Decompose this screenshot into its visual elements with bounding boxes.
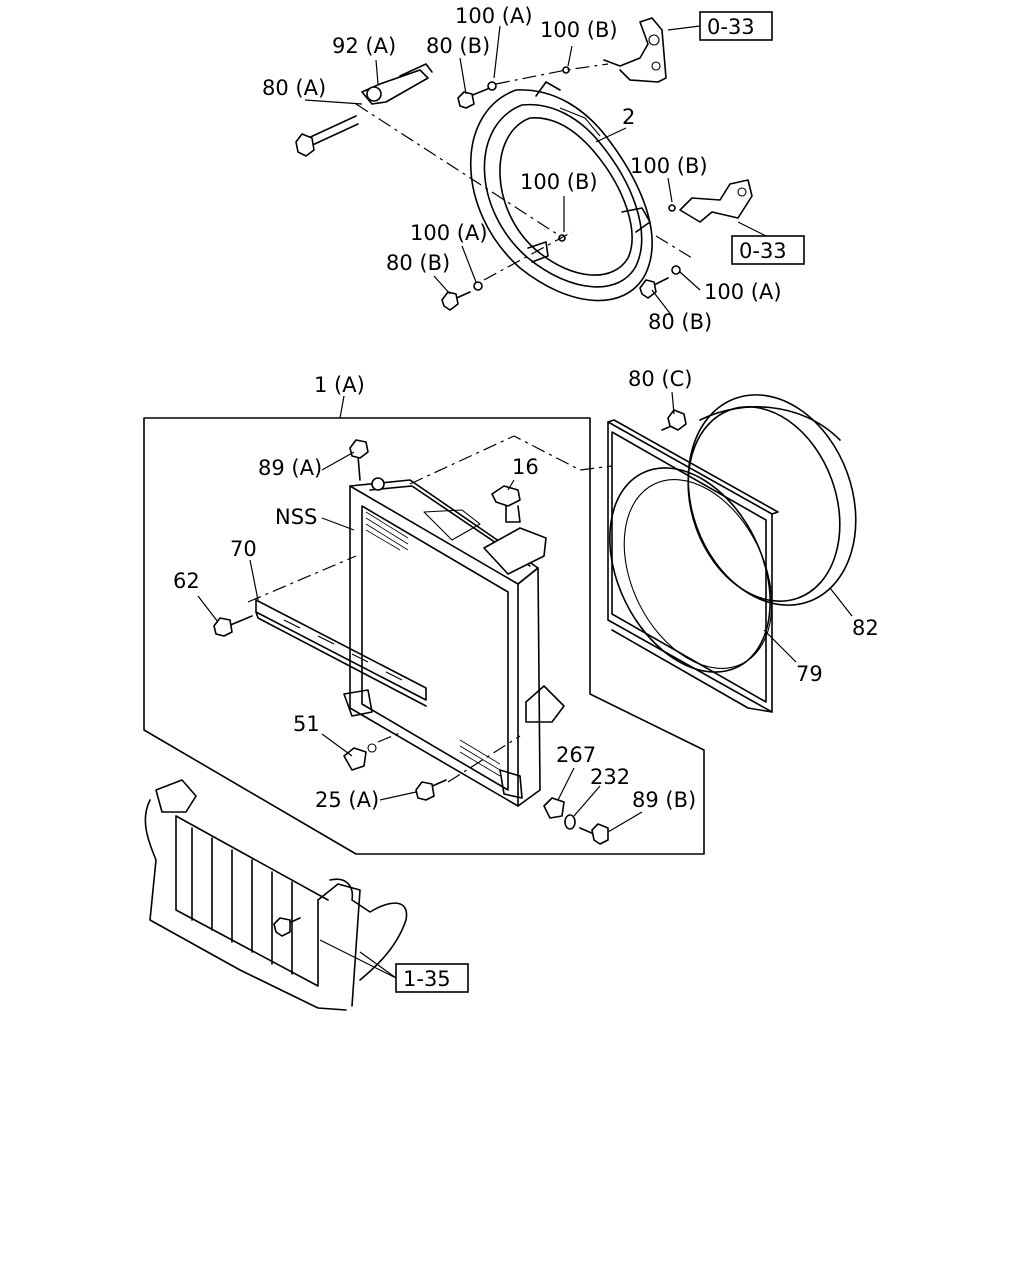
centerline-3 bbox=[495, 63, 609, 85]
label-89A: 89 (A) bbox=[258, 456, 322, 480]
label-80B-top: 80 (B) bbox=[426, 34, 490, 58]
label-80B-right: 80 (B) bbox=[648, 310, 712, 334]
radiator-cap bbox=[483, 485, 547, 575]
bolt-80B-top bbox=[457, 81, 497, 109]
label-92A: 92 (A) bbox=[332, 34, 396, 58]
centerline-5 bbox=[247, 555, 357, 603]
ref-box-033-top[interactable]: 0-33 bbox=[699, 11, 773, 41]
label-2: 2 bbox=[622, 105, 635, 129]
intercooler bbox=[144, 779, 408, 1011]
ref-box-135[interactable]: 1-35 bbox=[395, 963, 469, 993]
clip-51 bbox=[343, 743, 377, 771]
bushing-267 bbox=[543, 797, 576, 830]
bracket-92A bbox=[361, 63, 433, 105]
label-100B-center: 100 (B) bbox=[520, 170, 598, 194]
bolt-80B-left bbox=[441, 291, 471, 311]
side-stay bbox=[255, 599, 427, 707]
centerline-6 bbox=[409, 435, 613, 485]
centerline-4 bbox=[655, 235, 693, 259]
ref-135-text: 1-35 bbox=[403, 967, 451, 991]
bolt-25A bbox=[415, 779, 447, 801]
shroud-plate bbox=[607, 419, 779, 713]
radiator-core bbox=[343, 477, 565, 807]
label-267: 267 bbox=[556, 743, 596, 767]
bolt-80A bbox=[295, 115, 359, 157]
label-232: 232 bbox=[590, 765, 630, 789]
ref-033-mid-text: 0-33 bbox=[739, 239, 787, 263]
label-100A-left: 100 (A) bbox=[410, 221, 488, 245]
nut-100B-right bbox=[668, 204, 676, 212]
ref-box-033-mid[interactable]: 0-33 bbox=[731, 235, 805, 265]
label-NSS: NSS bbox=[275, 505, 317, 529]
bolt-62 bbox=[213, 615, 253, 637]
bolt-80B-right bbox=[639, 277, 669, 299]
label-100B-top: 100 (B) bbox=[540, 18, 618, 42]
label-62: 62 bbox=[173, 569, 200, 593]
label-82: 82 bbox=[852, 616, 879, 640]
label-79: 79 bbox=[796, 662, 823, 686]
upper-bracket bbox=[603, 17, 667, 83]
label-100B-right: 100 (B) bbox=[630, 154, 708, 178]
fan-ring bbox=[687, 394, 857, 606]
leaders bbox=[197, 25, 853, 979]
label-51: 51 bbox=[293, 712, 320, 736]
label-89B: 89 (B) bbox=[632, 788, 696, 812]
label-80B-left: 80 (B) bbox=[386, 251, 450, 275]
centerline-2 bbox=[483, 231, 573, 281]
label-70: 70 bbox=[230, 537, 257, 561]
lower-bracket bbox=[679, 179, 753, 223]
callout-labels: 100 (A) 92 (A) 80 (B) 100 (B) 80 (A) 2 1… bbox=[173, 4, 879, 812]
label-25A: 25 (A) bbox=[315, 788, 379, 812]
centerline-1 bbox=[355, 103, 561, 237]
fan-shroud-ring bbox=[469, 81, 653, 302]
label-1A: 1 (A) bbox=[314, 373, 365, 397]
nut-100A-left bbox=[473, 281, 483, 291]
label-100A-top: 100 (A) bbox=[455, 4, 533, 28]
label-80C: 80 (C) bbox=[628, 367, 692, 391]
bolt-89B bbox=[579, 823, 609, 845]
assembly-frame bbox=[143, 417, 705, 855]
ref-033-top-text: 0-33 bbox=[707, 15, 755, 39]
centerline-8 bbox=[377, 731, 403, 743]
bolt-89A bbox=[349, 439, 369, 481]
label-100A-right: 100 (A) bbox=[704, 280, 782, 304]
label-80A: 80 (A) bbox=[262, 76, 326, 100]
label-16: 16 bbox=[512, 455, 539, 479]
nut-100A-right bbox=[671, 265, 681, 275]
